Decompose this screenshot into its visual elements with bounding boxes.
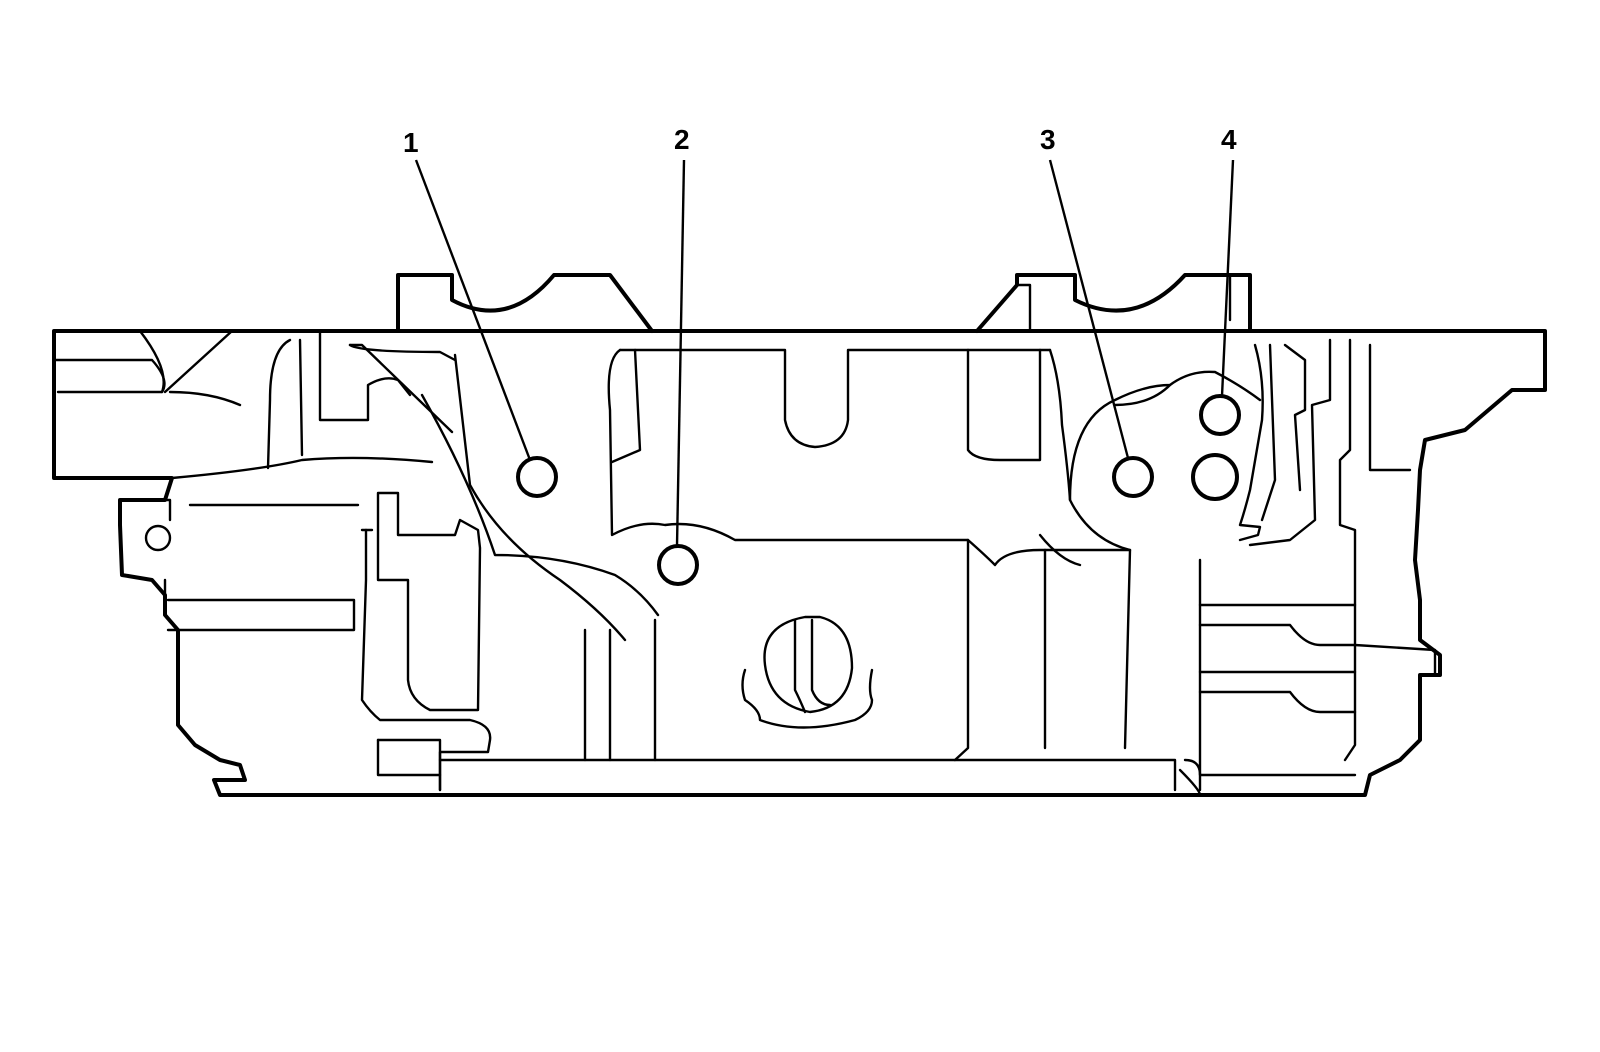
leader-lines [414, 159, 1235, 547]
hole-unlabeled [1191, 453, 1239, 501]
callout-label-2: 2 [674, 124, 690, 155]
drain-boss [741, 615, 874, 729]
block-outline [52, 273, 1547, 797]
callout-label-4: 4 [1221, 124, 1237, 155]
lower-left-pockets [360, 491, 1177, 792]
hole-1 [516, 456, 558, 498]
callout-label-3: 3 [1040, 124, 1056, 155]
right-end-details [1038, 338, 1437, 797]
leader-1 [414, 159, 532, 461]
callout-holes [516, 394, 1241, 586]
leader-4 [1220, 159, 1235, 397]
center-webbing [420, 348, 1132, 762]
leader-2 [675, 159, 686, 547]
leader-3 [1048, 159, 1130, 459]
callout-labels: 1 2 3 4 [403, 124, 1237, 158]
callout-label-1: 1 [403, 127, 419, 158]
hole-4 [1199, 394, 1241, 436]
hole-3 [1112, 456, 1154, 498]
left-end-details [52, 329, 457, 632]
hole-2 [657, 544, 699, 586]
